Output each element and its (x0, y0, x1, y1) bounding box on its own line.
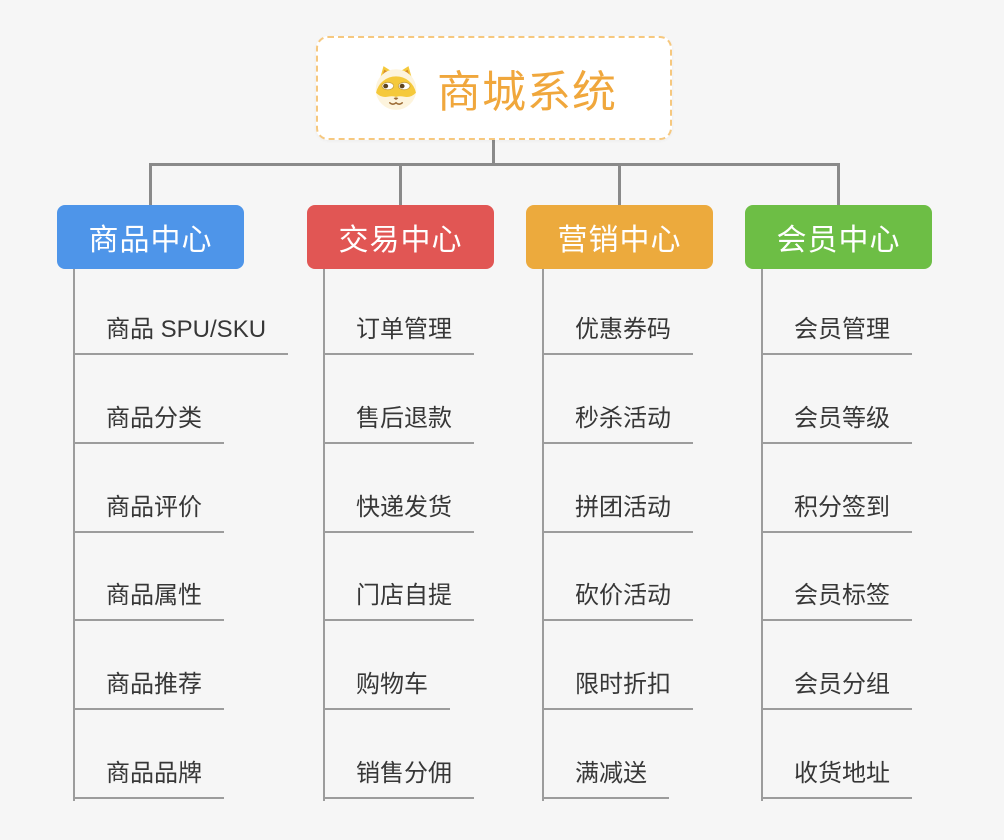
leaf-node[interactable]: 商品评价 (73, 493, 224, 533)
leaf-node[interactable]: 销售分佣 (323, 759, 474, 799)
branch-marketing-center: 营销中心 优惠券码 秒杀活动 拼团活动 砍价活动 限时折扣 满减送 (526, 205, 786, 815)
leaf-node[interactable]: 商品属性 (73, 581, 224, 621)
root-title: 商城系统 (437, 68, 617, 117)
root-node[interactable]: 商城系统 (316, 36, 672, 140)
leaf-node[interactable]: 售后退款 (323, 404, 474, 444)
branch-drop-line (399, 163, 402, 205)
leaf-node[interactable]: 会员标签 (761, 581, 912, 621)
leaf-node[interactable]: 门店自提 (323, 581, 474, 621)
branch-header[interactable]: 营销中心 (526, 205, 713, 269)
leaf-node[interactable]: 订单管理 (323, 315, 474, 355)
branch-drop-line (149, 163, 152, 205)
leaf-node[interactable]: 会员等级 (761, 404, 912, 444)
root-connector-line (492, 140, 495, 166)
leaf-node[interactable]: 砍价活动 (542, 581, 693, 621)
branch-product-center: 商品中心 商品 SPU/SKU 商品分类 商品评价 商品属性 商品推荐 商品品牌 (57, 205, 317, 815)
branch-spine-line (73, 269, 75, 801)
leaf-node[interactable]: 秒杀活动 (542, 404, 693, 444)
branch-spine-line (761, 269, 763, 801)
leaf-node[interactable]: 会员管理 (761, 315, 912, 355)
leaf-node[interactable]: 积分签到 (761, 493, 912, 533)
branch-drop-line (837, 163, 840, 205)
leaf-node[interactable]: 购物车 (323, 670, 450, 710)
leaf-node[interactable]: 限时折扣 (542, 670, 693, 710)
branch-trade-center: 交易中心 订单管理 售后退款 快递发货 门店自提 购物车 销售分佣 (307, 205, 567, 815)
branch-header[interactable]: 会员中心 (745, 205, 932, 269)
branch-member-center: 会员中心 会员管理 会员等级 积分签到 会员标签 会员分组 收货地址 (745, 205, 1004, 815)
branch-header[interactable]: 商品中心 (57, 205, 244, 269)
trunk-connector-line (149, 163, 840, 166)
branch-header[interactable]: 交易中心 (307, 205, 494, 269)
doge-icon (375, 66, 417, 110)
leaf-node[interactable]: 优惠券码 (542, 315, 693, 355)
leaf-node[interactable]: 商品分类 (73, 404, 224, 444)
branch-spine-line (542, 269, 544, 801)
leaf-node[interactable]: 拼团活动 (542, 493, 693, 533)
leaf-node[interactable]: 快递发货 (323, 493, 474, 533)
branch-drop-line (618, 163, 621, 205)
branch-spine-line (323, 269, 325, 801)
leaf-node[interactable]: 会员分组 (761, 670, 912, 710)
leaf-node[interactable]: 商品推荐 (73, 670, 224, 710)
leaf-node[interactable]: 收货地址 (761, 759, 912, 799)
leaf-node[interactable]: 商品 SPU/SKU (73, 315, 289, 355)
leaf-node[interactable]: 商品品牌 (73, 759, 224, 799)
leaf-node[interactable]: 满减送 (542, 759, 669, 799)
